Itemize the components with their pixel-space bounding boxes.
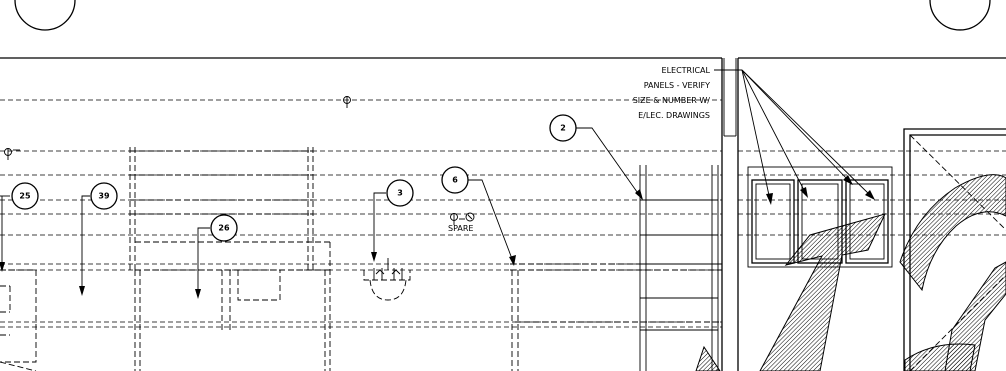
spare-outlet [450,212,475,225]
equipment-25 [0,269,37,371]
callout-3-label: 3 [397,189,403,198]
note-line-1: ELECTRICAL [662,66,711,75]
note-line-4: E/LEC. DRAWINGS [638,111,710,120]
leader-2 [576,127,643,200]
grid-bubble-right [929,0,991,31]
leader-26 [195,227,210,299]
callout-3: 3 [386,179,414,207]
callout-2: 2 [549,114,577,142]
grid-bubble-left [14,0,76,31]
callout-2-label: 2 [560,124,566,133]
leader-6 [466,179,516,266]
leader-25 [0,195,10,272]
callout-39-label: 39 [98,192,110,201]
leader-39 [79,195,90,296]
leader-electrical [714,69,875,205]
leader-3 [371,192,386,262]
note-line-2: PANELS - VERIFY [644,81,710,90]
work-table [134,241,332,371]
electrical-panel-1 [751,179,795,264]
outlet-symbol [343,96,351,108]
callout-39: 39 [90,182,118,210]
watermark [695,174,1006,371]
callout-26-label: 26 [218,224,230,233]
electrical-panel-3 [845,179,889,264]
electrical-panels-note: ELECTRICAL PANELS - VERIFY SIZE & NUMBER… [633,66,711,120]
note-line-3: SIZE & NUMBER W/ [633,96,711,105]
outlet-symbol-left [4,148,20,160]
hand-sink-3 [363,258,411,301]
callout-25: 25 [11,182,39,210]
callout-6: 6 [441,166,469,194]
callout-25-label: 25 [19,192,31,201]
callout-26: 26 [210,214,238,242]
counter-6 [510,263,722,371]
callout-6-label: 6 [452,176,458,185]
spare-label: SPARE [448,224,473,233]
shelving-unit [129,147,314,270]
wall-shelving-2 [639,165,719,371]
